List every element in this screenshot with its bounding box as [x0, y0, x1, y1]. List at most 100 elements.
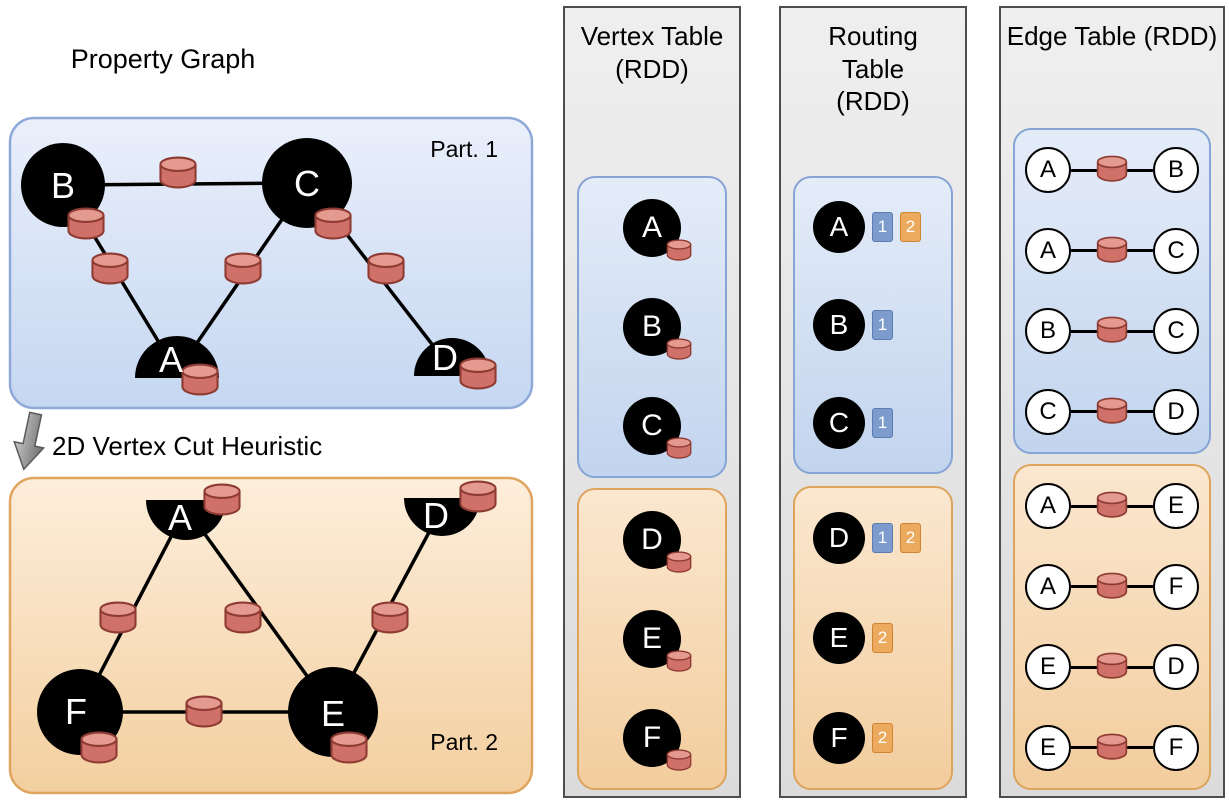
edge-row: A C [1015, 227, 1209, 274]
edge-connector [1071, 652, 1153, 679]
edge-row: E F [1015, 724, 1209, 771]
edge-endpoint: B [1153, 147, 1199, 194]
edge-connector [1071, 236, 1153, 263]
vertex-entry: A [623, 198, 692, 261]
routing-table-part1-box: A 1 2 B 1 C 1 [793, 176, 953, 474]
partition-badge: 1 [872, 310, 893, 340]
vertex-D-label: D [423, 495, 449, 536]
vertex-table-part1-box: A B C [577, 176, 727, 478]
database-icon [224, 601, 262, 634]
edge-endpoint: E [1025, 644, 1071, 691]
vertex-cut-heuristic-label: 2D Vertex Cut Heuristic [52, 431, 322, 461]
database-icon [459, 480, 497, 513]
database-icon [1096, 491, 1128, 518]
vertex-table-part2-box: D E F [577, 488, 727, 790]
edge-endpoint: C [1153, 227, 1199, 274]
vertex-A-label: A [168, 497, 192, 538]
edge-connector [1071, 491, 1153, 518]
routing-row: F 2 [795, 712, 951, 764]
vertex-entry: E [623, 609, 692, 672]
vertex-circle: A [813, 201, 865, 253]
edge-endpoint: C [1153, 308, 1199, 355]
database-icon [1096, 652, 1128, 679]
database-icon [185, 695, 223, 728]
database-icon [224, 252, 262, 285]
database-icon [459, 357, 497, 390]
edge-endpoint: B [1025, 308, 1071, 355]
database-icon [80, 731, 118, 764]
vertex-D-label: D [432, 337, 458, 378]
vertex-C [262, 138, 352, 228]
vertex-circle: D [623, 510, 681, 569]
vertex-E-label: E [321, 693, 345, 734]
database-icon [1096, 572, 1128, 599]
edge-connector [1071, 397, 1153, 424]
database-icon [99, 601, 137, 634]
vertex-D-half [404, 498, 480, 536]
database-icon [159, 156, 197, 189]
edge-row: A B [1015, 147, 1209, 194]
database-icon [367, 252, 405, 285]
edge-endpoint: A [1025, 227, 1071, 274]
edge-endpoint: A [1025, 483, 1071, 530]
database-icon [1096, 733, 1128, 760]
database-icon [666, 551, 692, 573]
vertex-entry: B [623, 297, 692, 360]
partition-2: Part. 2 A D F E [8, 476, 534, 795]
vertex-circle: B [813, 299, 865, 351]
vertex-cut-arrow-icon [13, 411, 46, 471]
edge-table-column: Edge Table (RDD) A B A C B C C D [999, 6, 1225, 798]
partition-badge: 1 [872, 523, 893, 553]
database-icon [91, 252, 129, 285]
edge-connector [1071, 316, 1153, 343]
edge-row: A E [1015, 483, 1209, 530]
database-icon [67, 207, 105, 240]
edge-table-part1-box: A B A C B C C D [1013, 128, 1211, 454]
database-icon [666, 338, 692, 360]
partition-badge: 1 [872, 408, 893, 438]
edge-table-part2-box: A E A F E D E F [1013, 464, 1211, 790]
property-graph-title: Property Graph [71, 44, 256, 74]
edge-endpoint: C [1025, 388, 1071, 435]
vertex-circle: F [813, 712, 865, 764]
database-icon [666, 437, 692, 459]
vertex-A-label: A [159, 339, 183, 380]
vertex-table-title: Vertex Table (RDD) [580, 21, 724, 84]
database-icon [330, 731, 368, 764]
routing-table-title: Routing Table (RDD) [828, 21, 918, 116]
partition-badge: 2 [900, 212, 921, 242]
edge-connector [1071, 733, 1153, 760]
vertex-entry: D [623, 510, 692, 573]
vertex-B-label: B [51, 165, 75, 206]
database-icon [1096, 397, 1128, 424]
edge-endpoint: E [1025, 724, 1071, 771]
vertex-B [21, 143, 105, 227]
edge-endpoint: D [1153, 388, 1199, 435]
routing-row: A 1 2 [795, 201, 951, 253]
routing-row: E 2 [795, 612, 951, 664]
partition-badge: 1 [872, 212, 893, 242]
edge-row: E D [1015, 644, 1209, 691]
edge-endpoint: F [1153, 724, 1199, 771]
vertex-entry: C [623, 397, 692, 459]
partition-2-box [8, 476, 534, 795]
database-icon [1096, 155, 1128, 182]
routing-table-part2-box: D 1 2 E 2 F 2 [793, 486, 953, 790]
partition-1-box [8, 116, 534, 410]
routing-row: C 1 [795, 397, 951, 449]
vertex-circle: D [813, 512, 865, 564]
partition-badge: 2 [900, 523, 921, 553]
edge-endpoint: A [1025, 147, 1071, 194]
partition-1-label: Part. 1 [430, 136, 498, 162]
vertex-circle: E [623, 609, 681, 668]
edge-connector [1071, 155, 1153, 182]
database-icon [1096, 316, 1128, 343]
vertex-C-label: C [294, 163, 320, 204]
partition-badge: 2 [872, 623, 893, 653]
routing-row: B 1 [795, 299, 951, 351]
partition-1: Part. 1 B C A D [8, 116, 534, 410]
routing-row: D 1 2 [795, 512, 951, 564]
database-icon [181, 363, 219, 396]
edge-connector [1071, 572, 1153, 599]
edge-row: A F [1015, 563, 1209, 610]
